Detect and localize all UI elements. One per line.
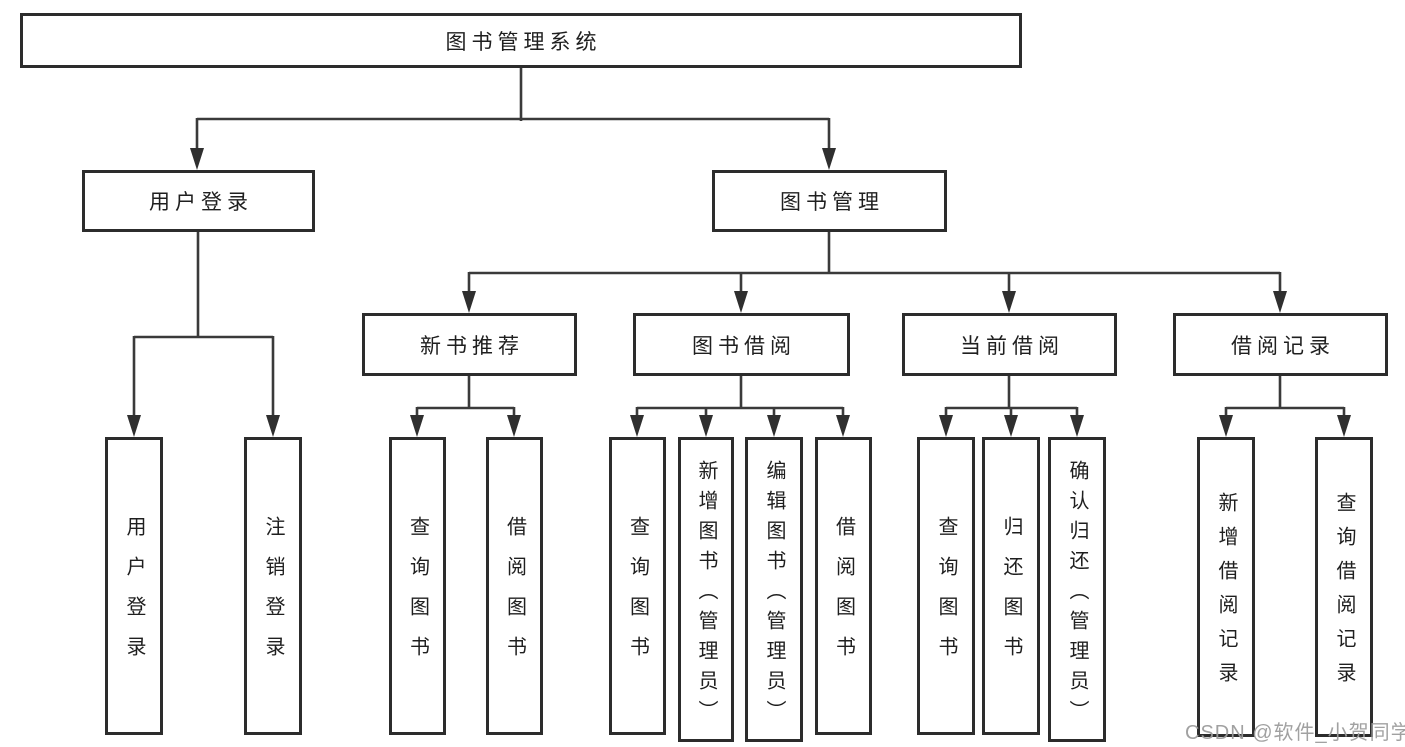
node-label: 图书管理系统: [445, 30, 602, 54]
leaf-query-books-3: 查询图书: [917, 437, 975, 735]
node-label: 当前借阅: [960, 334, 1064, 358]
leaf-label: 注销登录: [262, 516, 284, 676]
leaf-label: 编辑图书（管理员）: [763, 459, 785, 730]
leaf-query-books-1: 查询图书: [389, 437, 446, 735]
leaf-label: 查询图书: [935, 516, 957, 676]
leaf-user-login: 用户登录: [105, 437, 163, 735]
leaf-label: 确认归还（管理员）: [1066, 459, 1088, 730]
leaf-query-books-2: 查询图书: [609, 437, 666, 735]
leaf-logout: 注销登录: [244, 437, 302, 735]
leaf-add-books-admin: 新增图书（管理员）: [678, 437, 734, 742]
leaf-borrow-books-1: 借阅图书: [486, 437, 543, 735]
node-book-management-system: 图书管理系统: [20, 13, 1022, 68]
node-label: 图书借阅: [692, 334, 796, 358]
node-label: 图书管理: [780, 191, 884, 214]
watermark-text: CSDN @软件_小贺同学: [1185, 722, 1405, 744]
node-label: 用户登录: [149, 191, 253, 214]
leaf-confirm-return-admin: 确认归还（管理员）: [1048, 437, 1106, 742]
leaf-label: 借阅图书: [503, 516, 526, 676]
node-user-login: 用户登录: [82, 170, 315, 232]
leaf-query-borrow-record: 查询借阅记录: [1315, 437, 1373, 737]
leaf-label: 查询图书: [626, 516, 649, 676]
leaf-label: 用户登录: [123, 516, 145, 676]
node-current-borrowing: 当前借阅: [902, 313, 1117, 376]
node-book-management: 图书管理: [712, 170, 947, 232]
leaf-edit-books-admin: 编辑图书（管理员）: [745, 437, 803, 742]
leaf-label: 查询图书: [406, 516, 429, 676]
leaf-label: 新增图书（管理员）: [695, 459, 717, 730]
leaf-label: 归还图书: [1000, 516, 1022, 676]
leaf-borrow-books-2: 借阅图书: [815, 437, 872, 735]
leaf-add-borrow-record: 新增借阅记录: [1197, 437, 1255, 737]
node-book-borrowing: 图书借阅: [633, 313, 850, 376]
leaf-label: 查询借阅记录: [1333, 492, 1355, 696]
node-label: 新书推荐: [420, 334, 524, 358]
leaf-return-books: 归还图书: [982, 437, 1040, 735]
node-label: 借阅记录: [1231, 334, 1335, 358]
node-borrowing-records: 借阅记录: [1173, 313, 1388, 376]
node-new-book-recommend: 新书推荐: [362, 313, 577, 376]
leaf-label: 新增借阅记录: [1215, 492, 1237, 696]
leaf-label: 借阅图书: [832, 516, 855, 676]
